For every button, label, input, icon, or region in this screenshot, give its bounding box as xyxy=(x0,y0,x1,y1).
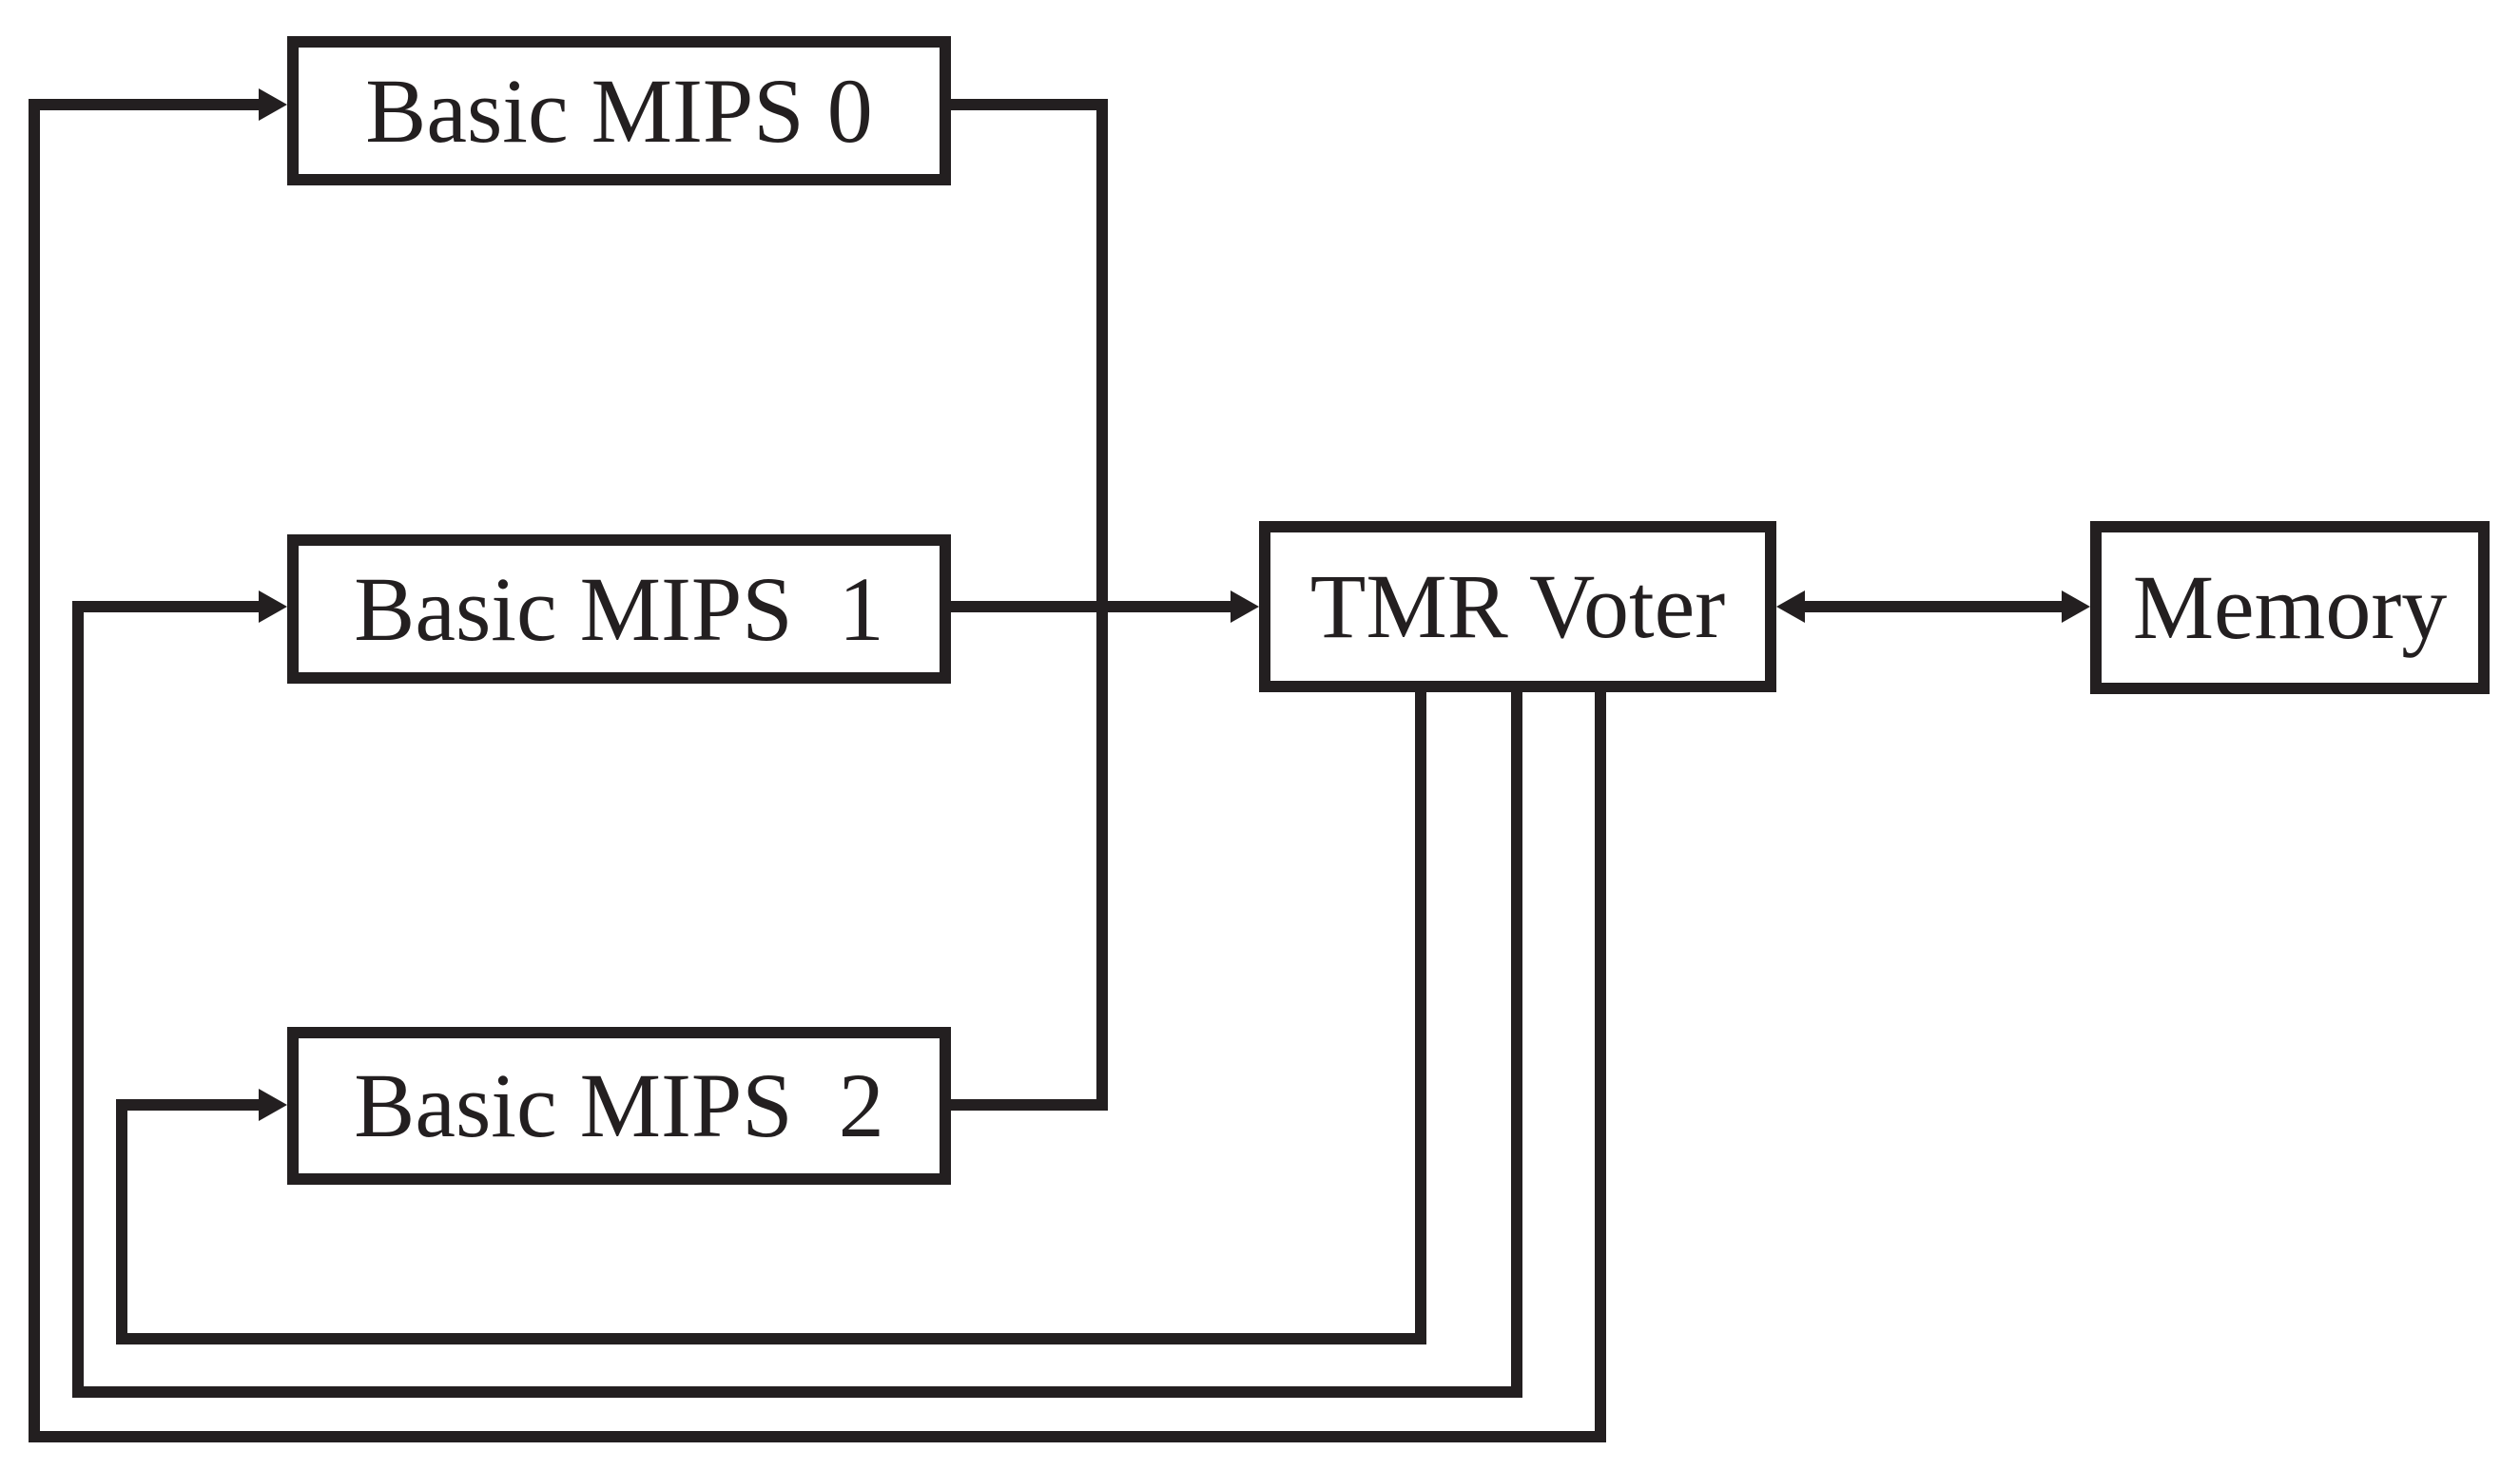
node-memory-label: Memory xyxy=(2132,556,2448,658)
feedback2-voter-down-v xyxy=(1415,692,1426,1344)
arrowhead-into-mips1 xyxy=(259,590,287,623)
feedback1-voter-down-v xyxy=(1511,692,1522,1398)
mips1-output-to-voter-h xyxy=(948,601,1234,612)
arrowhead-into-memory xyxy=(2062,590,2090,623)
node-basic-mips-1-label: Basic MIPS 1 xyxy=(354,557,884,660)
arrowhead-into-mips2 xyxy=(259,1089,287,1121)
feedback1-left-up-v xyxy=(72,601,84,1398)
mips2-output-h xyxy=(948,1099,1108,1111)
node-memory: Memory xyxy=(2090,521,2490,694)
node-tmr-voter: TMR Voter xyxy=(1259,521,1776,692)
arrowhead-into-voter xyxy=(1231,590,1259,623)
feedback1-bottom-h xyxy=(72,1386,1522,1398)
node-tmr-voter-label: TMR Voter xyxy=(1309,555,1726,657)
voter-memory-shaft-h xyxy=(1801,601,2065,612)
feedback2-bottom-h xyxy=(116,1333,1426,1344)
feedback0-bottom-h xyxy=(29,1431,1606,1442)
feedback0-left-up-v xyxy=(29,99,40,1442)
node-basic-mips-0: Basic MIPS 0 xyxy=(287,36,951,185)
mips0-output-h xyxy=(948,99,1108,110)
feedback0-into-mips0-h xyxy=(29,99,264,110)
node-basic-mips-2-label: Basic MIPS 2 xyxy=(354,1054,884,1156)
feedback1-into-mips1-h xyxy=(72,601,264,612)
node-basic-mips-0-label: Basic MIPS 0 xyxy=(365,59,873,162)
arrowhead-into-voter-right xyxy=(1776,590,1805,623)
feedback2-left-up-v xyxy=(116,1099,127,1344)
feedback0-voter-down-v xyxy=(1595,692,1606,1442)
feedback2-into-mips2-h xyxy=(116,1099,264,1111)
arrowhead-into-mips0 xyxy=(259,88,287,121)
node-basic-mips-2: Basic MIPS 2 xyxy=(287,1027,951,1185)
node-basic-mips-1: Basic MIPS 1 xyxy=(287,534,951,684)
